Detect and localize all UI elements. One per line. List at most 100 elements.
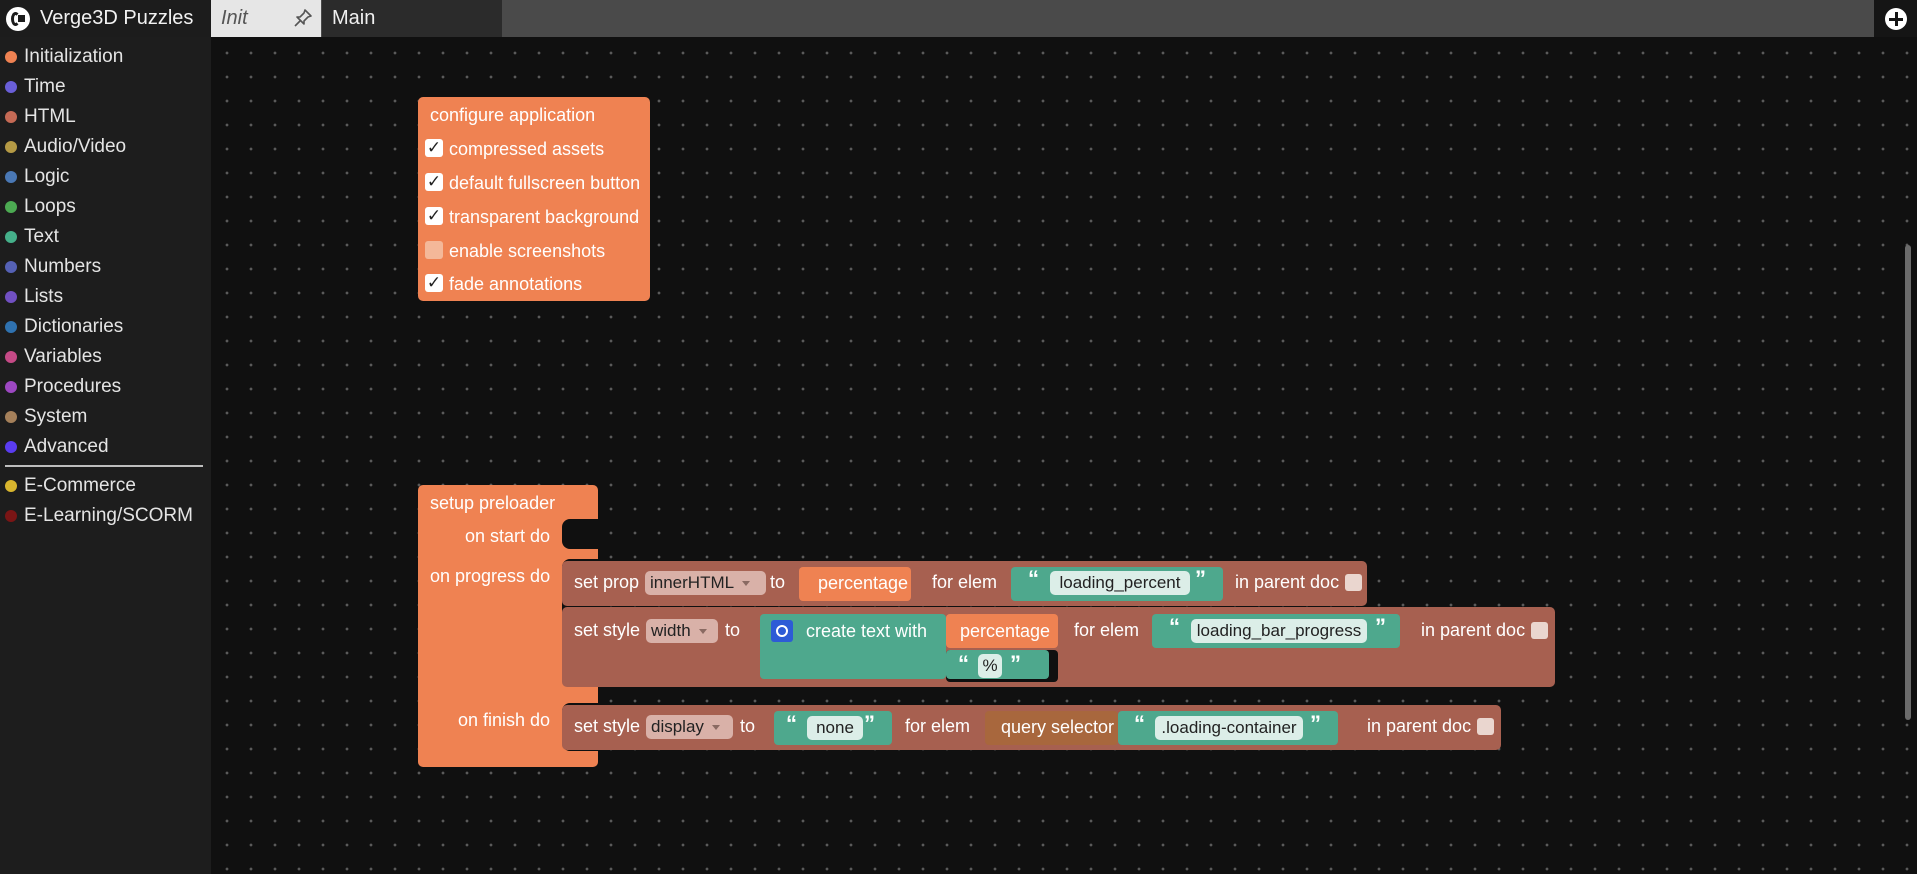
category-dot-icon xyxy=(5,480,17,492)
category-dot-icon xyxy=(5,51,17,63)
close-quote-icon: ” xyxy=(1010,651,1021,676)
category-dot-icon xyxy=(5,171,17,183)
in-parent-doc-checkbox[interactable] xyxy=(1477,718,1494,735)
sidebar-item-numbers[interactable]: Numbers xyxy=(0,253,101,281)
sidebar-item-label: E-Learning/SCORM xyxy=(24,505,193,526)
in-parent-doc-checkbox[interactable] xyxy=(1345,574,1362,591)
option-label: fade annotations xyxy=(449,274,583,294)
sidebar-item-system[interactable]: System xyxy=(0,403,87,431)
sidebar-item-initialization[interactable]: Initialization xyxy=(0,43,123,71)
sidebar-item-lists[interactable]: Lists xyxy=(0,283,63,311)
sidebar-item-advanced[interactable]: Advanced xyxy=(0,433,109,461)
verge3d-logo-icon xyxy=(6,6,30,31)
sidebar-item-dictionaries[interactable]: Dictionaries xyxy=(0,313,123,341)
tab-main[interactable]: Main xyxy=(322,0,502,37)
configure-application-block[interactable]: configure application ✓ compressed asset… xyxy=(418,97,650,301)
app-title: Verge3D Puzzles xyxy=(40,7,194,29)
close-quote-icon: ” xyxy=(1195,566,1206,591)
open-quote-icon: “ xyxy=(1169,614,1180,639)
dropdown-arrow-icon xyxy=(742,581,751,587)
category-dot-icon xyxy=(5,81,17,93)
option-label: enable screenshots xyxy=(449,241,606,261)
dropdown-value: innerHTML xyxy=(650,573,735,592)
close-quote-icon: ” xyxy=(864,711,875,736)
style-dropdown[interactable]: width xyxy=(646,619,718,643)
in-parent-label: in parent doc xyxy=(1421,620,1526,640)
sidebar-item-label: Text xyxy=(24,226,59,247)
block-label: set prop xyxy=(574,572,640,592)
set-style-width-block[interactable]: set style width to create text with perc… xyxy=(562,607,1555,687)
for-elem-label: for elem xyxy=(1074,620,1140,640)
for-elem-label: for elem xyxy=(905,716,971,736)
set-prop-block[interactable]: set prop innerHTML to percentage for ele… xyxy=(562,561,1367,606)
add-tab-button[interactable] xyxy=(1874,0,1917,37)
sidebar-divider xyxy=(5,465,203,467)
on-start-label: on start do xyxy=(465,526,551,546)
dropdown-arrow-icon xyxy=(711,725,720,731)
open-quote-icon: “ xyxy=(958,651,969,676)
set-style-display-block[interactable]: set style display to “ none ” for elem q… xyxy=(562,705,1501,750)
sidebar-item-audio-video[interactable]: Audio/Video xyxy=(0,133,126,161)
prop-dropdown[interactable]: innerHTML xyxy=(645,571,766,595)
enable-screenshots-checkbox[interactable] xyxy=(425,241,443,259)
sidebar-item-label: System xyxy=(24,406,88,427)
in-parent-label: in parent doc xyxy=(1235,572,1340,592)
top-bar: Verge3D Puzzles Init Main xyxy=(0,0,1917,37)
category-dot-icon xyxy=(5,351,17,363)
tab-init[interactable]: Init xyxy=(211,0,321,37)
suffix-field[interactable]: % xyxy=(978,654,1002,678)
in-parent-doc-checkbox[interactable] xyxy=(1531,622,1548,639)
block-title: setup preloader xyxy=(430,493,556,513)
gear-icon[interactable] xyxy=(771,620,793,642)
brand: Verge3D Puzzles xyxy=(0,0,211,37)
dropdown-value: width xyxy=(651,621,691,640)
close-quote-icon: ” xyxy=(1310,711,1321,736)
sidebar-item-label: Numbers xyxy=(24,256,102,277)
category-dot-icon xyxy=(5,261,17,273)
category-dot-icon xyxy=(5,381,17,393)
sidebar-item-text[interactable]: Text xyxy=(0,223,59,251)
fullscreen-button-checkbox[interactable]: ✓ xyxy=(425,172,443,191)
category-dot-icon xyxy=(5,411,17,423)
sidebar-item-html[interactable]: HTML xyxy=(0,103,76,131)
category-dot-icon xyxy=(5,291,17,303)
sidebar-item-logic[interactable]: Logic xyxy=(0,163,69,191)
display-value-field[interactable]: none xyxy=(807,716,863,740)
query-selector-block[interactable] xyxy=(985,711,1118,745)
compressed-assets-checkbox[interactable]: ✓ xyxy=(425,138,443,157)
on-finish-label: on finish do xyxy=(458,710,551,730)
tab-init-label: Init xyxy=(221,7,248,29)
category-dot-icon xyxy=(5,201,17,213)
in-parent-label: in parent doc xyxy=(1367,716,1472,736)
percentage-variable[interactable] xyxy=(799,567,911,601)
percentage-variable[interactable] xyxy=(946,614,1058,648)
workspace-scrollbar[interactable] xyxy=(1905,245,1911,720)
open-quote-icon: “ xyxy=(1028,566,1039,591)
sidebar-item-label: Dictionaries xyxy=(24,316,124,337)
category-dot-icon xyxy=(5,510,17,522)
pin-icon[interactable] xyxy=(293,8,313,28)
transparent-background-checkbox[interactable]: ✓ xyxy=(425,206,443,225)
option-label: default fullscreen button xyxy=(449,173,641,193)
sidebar-item-label: Loops xyxy=(24,196,76,217)
sidebar-item-label: Time xyxy=(24,76,66,97)
query-selector-label: query selector xyxy=(1001,717,1115,737)
sidebar-item-procedures[interactable]: Procedures xyxy=(0,373,121,401)
sidebar-item-time[interactable]: Time xyxy=(0,73,66,101)
category-dot-icon xyxy=(5,441,17,453)
close-quote-icon: ” xyxy=(1375,614,1386,639)
element-id-field[interactable]: loading_bar_progress xyxy=(1191,619,1367,643)
sidebar-item-e-learning-scorm[interactable]: E-Learning/SCORM xyxy=(0,502,193,530)
style-dropdown[interactable]: display xyxy=(646,715,733,739)
sidebar-item-e-commerce[interactable]: E-Commerce xyxy=(0,472,136,500)
sidebar: Initialization Time HTML Audio/Video Log… xyxy=(0,37,211,874)
fade-annotations-checkbox[interactable]: ✓ xyxy=(425,273,443,292)
sidebar-item-variables[interactable]: Variables xyxy=(0,343,102,371)
variable-label: percentage xyxy=(960,621,1051,641)
element-id-field[interactable]: loading_percent xyxy=(1050,571,1190,595)
selector-field[interactable]: .loading-container xyxy=(1155,716,1303,740)
category-dot-icon xyxy=(5,141,17,153)
sidebar-item-loops[interactable]: Loops xyxy=(0,193,76,221)
sidebar-item-label: Procedures xyxy=(24,376,122,397)
sidebar-item-label: Audio/Video xyxy=(24,136,127,157)
